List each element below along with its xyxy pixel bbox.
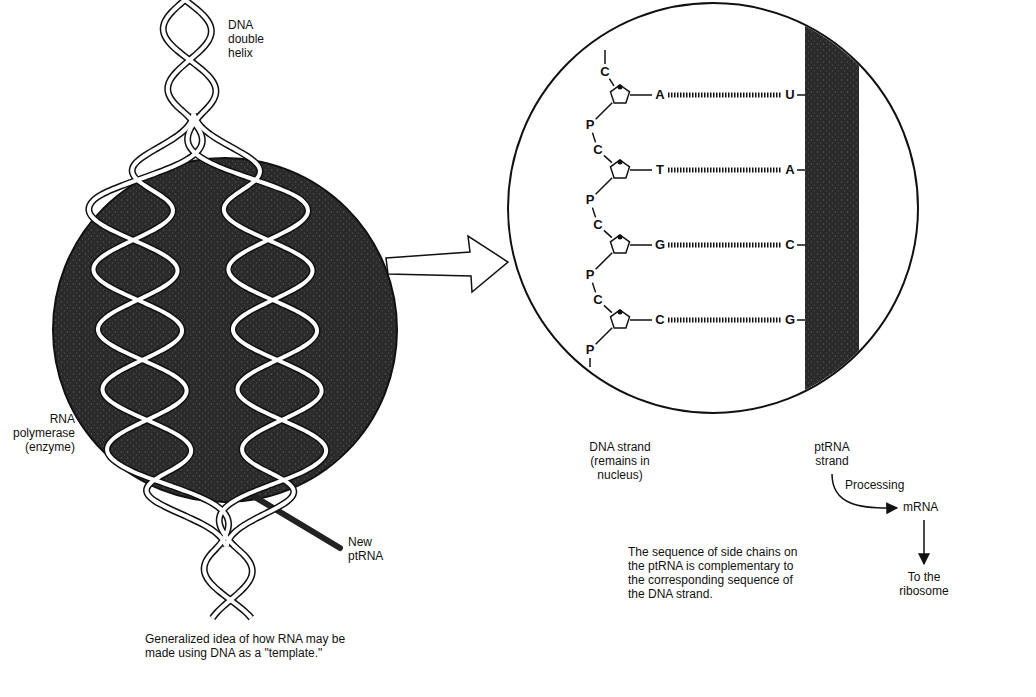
base-letter-box: G bbox=[655, 238, 665, 252]
part-label: ptRNA strand bbox=[806, 440, 858, 468]
part-label-box: ptRNA strand bbox=[806, 440, 858, 468]
base-letter-box: P bbox=[586, 343, 595, 357]
base-letter: A bbox=[655, 88, 664, 102]
sugar-ring bbox=[610, 85, 629, 103]
bond-line bbox=[592, 133, 595, 143]
ring-oxygen bbox=[618, 85, 623, 90]
part-label: mRNA bbox=[903, 500, 938, 514]
base-letter-box: C bbox=[785, 238, 794, 252]
new-rna-strand bbox=[250, 494, 340, 548]
bond-line bbox=[604, 155, 612, 162]
helix-strand bbox=[194, 114, 322, 546]
bond-line bbox=[596, 178, 613, 195]
ring-oxygen bbox=[618, 310, 623, 315]
figure-caption-box: Generalized idea of how RNA may be made … bbox=[145, 632, 360, 660]
part-label-box: mRNA bbox=[903, 500, 938, 514]
helix-strand bbox=[93, 114, 225, 546]
base-letter: A bbox=[785, 163, 794, 177]
sugar-ring bbox=[610, 160, 629, 178]
note-text-box: The sequence of side chains on the ptRNA… bbox=[628, 545, 810, 601]
dna-backbone bbox=[590, 50, 805, 367]
enzyme-label: RNA polymerase (enzyme) bbox=[3, 412, 75, 454]
ring-oxygen bbox=[618, 160, 623, 165]
bond-line bbox=[630, 94, 652, 96]
helix-strand bbox=[163, 0, 326, 618]
base-letter-box: A bbox=[785, 163, 794, 177]
base-letter-box: C bbox=[593, 218, 602, 232]
base-letter: C bbox=[593, 293, 602, 307]
base-letter: P bbox=[586, 118, 595, 132]
part-label-box: To the ribosome bbox=[892, 570, 956, 598]
bond-line bbox=[630, 244, 652, 246]
base-letter: C bbox=[600, 65, 609, 79]
ribosome-arrow bbox=[923, 520, 925, 564]
base-letter: T bbox=[656, 163, 664, 177]
base-letter-box: A bbox=[655, 88, 664, 102]
bond-line bbox=[596, 328, 613, 345]
sugar-ring bbox=[610, 235, 629, 253]
part-label-box: Processing bbox=[845, 478, 904, 492]
bond-line bbox=[630, 169, 652, 171]
base-letter: P bbox=[586, 268, 595, 282]
rna-band bbox=[805, 0, 859, 420]
helix-strand bbox=[89, 0, 251, 618]
base-letter: C bbox=[655, 313, 664, 327]
base-letter-box: P bbox=[586, 193, 595, 207]
bond-line bbox=[596, 253, 613, 270]
base-letter: C bbox=[593, 218, 602, 232]
helix-strand bbox=[194, 114, 322, 546]
part-label: Processing bbox=[845, 478, 904, 492]
helix-label: DNA double helix bbox=[228, 18, 278, 60]
base-letter-box: P bbox=[586, 118, 595, 132]
base-letter-box: C bbox=[593, 293, 602, 307]
ring-oxygen bbox=[618, 235, 623, 240]
bond-line bbox=[596, 103, 613, 120]
bond-line bbox=[797, 169, 805, 171]
helix-label-box: DNA double helix bbox=[228, 18, 278, 60]
bond-line bbox=[797, 244, 805, 246]
bond-line bbox=[589, 358, 591, 367]
bond-line bbox=[592, 208, 595, 218]
rna-label-box: New ptRNA bbox=[348, 535, 392, 563]
base-letter: C bbox=[785, 238, 794, 252]
base-letter-box: T bbox=[656, 163, 664, 177]
bond-line bbox=[609, 79, 614, 86]
rna-label: New ptRNA bbox=[348, 535, 392, 563]
sugar-ring bbox=[610, 310, 629, 328]
zoom-arrow bbox=[386, 236, 508, 292]
part-label-box: DNA strand (remains in nucleus) bbox=[572, 440, 668, 482]
bond-line bbox=[797, 319, 805, 321]
bond-line bbox=[604, 230, 612, 237]
part-label: To the ribosome bbox=[892, 570, 956, 598]
helix-strand bbox=[89, 0, 251, 618]
base-letter-box: P bbox=[586, 268, 595, 282]
base-letter: P bbox=[586, 343, 595, 357]
dna-helix bbox=[89, 0, 326, 618]
bond-line bbox=[604, 50, 606, 64]
note-text: The sequence of side chains on the ptRNA… bbox=[628, 545, 810, 601]
base-letter: G bbox=[655, 238, 665, 252]
helix-strand bbox=[163, 0, 326, 618]
figure-caption: Generalized idea of how RNA may be made … bbox=[145, 632, 360, 660]
base-letter: P bbox=[586, 193, 595, 207]
base-letter-box: G bbox=[785, 313, 795, 327]
base-letter-box: U bbox=[785, 88, 794, 102]
base-letter: U bbox=[785, 88, 794, 102]
hydrogen-bond bbox=[668, 318, 782, 323]
bond-line bbox=[630, 319, 652, 321]
bond-line bbox=[797, 94, 805, 96]
base-letter: C bbox=[593, 143, 602, 157]
part-label: DNA strand (remains in nucleus) bbox=[572, 440, 668, 482]
hydrogen-bond bbox=[668, 168, 782, 173]
base-letter-box: C bbox=[600, 65, 609, 79]
enzyme-label-box: RNA polymerase (enzyme) bbox=[3, 412, 75, 454]
base-letter-box: C bbox=[655, 313, 664, 327]
hydrogen-bond bbox=[668, 243, 782, 248]
base-letter-box: C bbox=[593, 143, 602, 157]
bond-line bbox=[604, 305, 612, 312]
hydrogen-bond bbox=[668, 93, 782, 98]
bond-line bbox=[592, 283, 595, 293]
base-letter: G bbox=[785, 313, 795, 327]
